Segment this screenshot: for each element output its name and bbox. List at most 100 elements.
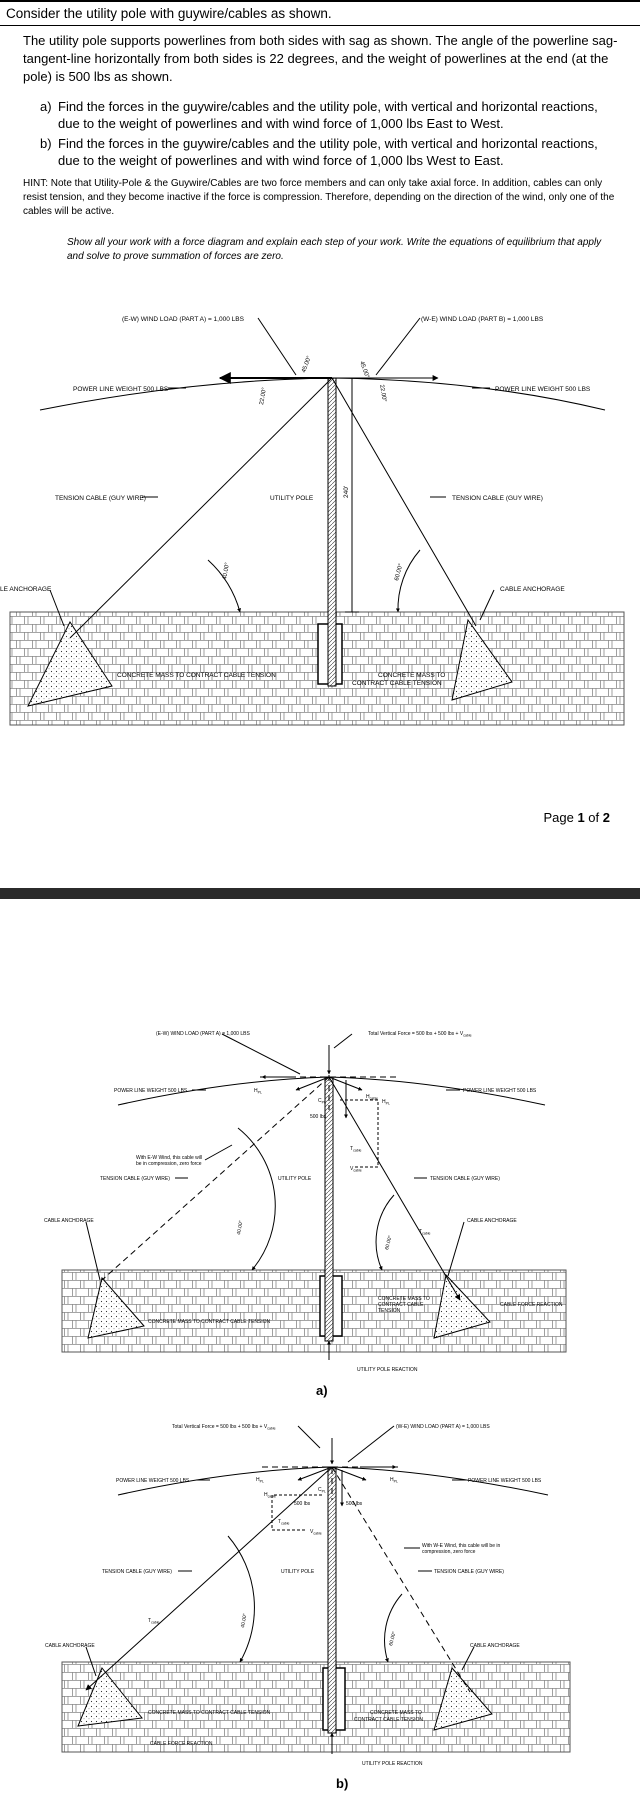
fig1-concrete-right-1: CONCRETE MASS TO [378,672,445,679]
fig1-pole: UTILITY POLE [270,495,314,502]
inactive-cable-right [331,1466,471,1693]
height-dimension [345,377,359,613]
page-title: Consider the utility pole with guywire/c… [6,6,332,21]
fig2-h-left: HPL [254,1088,262,1095]
utility-pole [324,1076,334,1342]
fig3-anchor-left: CABLE ANCHORAGE [45,1643,95,1649]
fig1-wind-we: (W-E) WIND LOAD (PART B) = 1,000 LBS [421,316,544,323]
fig2-total-vert: Total Vertical Force = 500 lbs + 500 lbs… [368,1031,472,1038]
right-anchor-concrete [433,1666,493,1731]
top-rule [0,0,640,2]
fig3-500lbs-a: 500 lbs [294,1501,311,1507]
part-a-label: a) [316,1383,328,1398]
fig3-v-cable: Vcable [310,1529,322,1536]
inactive-cable-left [101,1076,330,1281]
fig1-ang-22-right: 22.00° [378,384,387,403]
hint-text: HINT: Note that Utility-Pole & the Guywi… [23,178,615,217]
wind-ew-leader [257,317,297,376]
wind-leader [347,1425,395,1463]
wind-leader [221,1033,301,1075]
fig2-pole: UTILITY POLE [278,1176,312,1182]
fig1-anchor-left: LE ANCHORAGE [0,586,52,593]
left-anchor-concrete [77,1667,143,1727]
fig1-concrete-right-2: CONTRACT CABLE TENSION [352,680,442,687]
cable-components [271,1494,322,1531]
guy-wire-left [69,377,333,639]
fig1-ang-45-left: 45.00° [301,355,313,374]
anchor-right-leader [447,1221,465,1277]
figure-3: Total Vertical Force = 500 lbs + 500 lbs… [45,1424,571,1767]
pl-left-vector [295,1076,330,1091]
total-vert-leader [297,1425,321,1449]
utility-pole [327,1466,337,1734]
fig3-pl-right: POWER LINE WEIGHT 500 LBS [468,1478,542,1484]
fig1-tc-left: TENSION CABLE (GUY WIRE) [55,495,146,502]
fig2-concrete-right-3: TENSION [378,1308,401,1314]
angle-arc-left [207,559,241,613]
part-b-label: b) [336,1776,349,1791]
anchor-left-leader [85,1221,101,1281]
left-anchor-concrete [87,1276,145,1339]
fig2-c-pl: CPL [318,1098,326,1105]
fig3-concrete-left: CONCRETE MASS TO CONTRACT CABLE TENSION [148,1710,271,1716]
ground-block [9,611,625,726]
question-a-text: Find the forces in the guywire/cables an… [58,99,598,131]
question-b-text: Find the forces in the guywire/cables an… [58,136,598,168]
fig3-pl-left: POWER LINE WEIGHT 500 LBS [116,1478,190,1484]
pl-left-vector [297,1466,333,1481]
left-anchor-concrete [27,620,113,707]
fig2-t-cable: Tcable [350,1146,361,1153]
fig1-pl-left: POWER LINE WEIGHT 500 LBS [73,386,169,393]
fig2-concrete-right-2: CONTRACT CABLE [378,1302,424,1308]
fig3-anchor-right: CABLE ANCHORAGE [470,1643,520,1649]
angle-arc-right [384,1593,403,1663]
page-divider [0,888,640,899]
angle-arc-right [395,549,421,613]
fig1-ang-60: 60.00° [394,563,404,582]
fig3-c-pl: CPL [318,1487,326,1494]
fig1-concrete-left: CONCRETE MASS TO CONTRACT CABLE TENSION [117,672,276,679]
guy-wire-right [331,377,477,627]
question-a: a) Find the forces in the guywire/cables… [40,98,618,132]
anchor-right-leader [479,589,495,621]
active-cable-left [85,1466,333,1691]
instructions-text: Show all your work with a force diagram … [67,237,602,262]
fig3-ang-40: 40.00° [240,1613,248,1628]
fig3-tc-left: TENSION CABLE (GUY WIRE) [102,1569,172,1575]
right-anchor-concrete [451,618,513,701]
fig1-anchor-right: CABLE ANCHORAGE [500,586,565,593]
fig2-cable-force: CABLE FORCE REACTION [500,1302,563,1308]
note-leader [204,1144,233,1161]
angle-arc-right [375,1194,395,1271]
fig2-pole-reaction: UTILITY POLE REACTION [357,1367,418,1373]
fig2-note-2: be in compression, zero force [136,1161,202,1167]
figure-2: (E-W) WIND LOAD (PART A) = 1,000 LBS Tot… [44,1031,567,1373]
fig3-wind-we: (W-E) WIND LOAD (PART A) = 1,000 LBS [396,1424,490,1430]
problem-intro: The utility pole supports powerlines fro… [23,33,618,84]
fig1-tc-right: TENSION CABLE (GUY WIRE) [452,495,543,502]
fig3-h-left: HPL [256,1477,264,1484]
fig2-ang-60: 60.00° [384,1235,394,1251]
fig2-pl-right: POWER LINE WEIGHT 500 LBS [463,1088,537,1094]
active-cable-right [328,1076,461,1301]
fig3-tc-right: TENSION CABLE (GUY WIRE) [434,1569,504,1575]
fig2-note-1: With E-W Wind, this cable will [136,1155,202,1161]
fig3-concrete-right-2: CONTRACT CABLE TENSION [354,1717,423,1723]
total-vert-leader [333,1033,353,1049]
fig3-t-cable: Tcable [278,1519,289,1526]
fig3-t-cable-2: Tcable [148,1618,159,1625]
fig2-tc-left: TENSION CABLE (GUY WIRE) [100,1176,170,1182]
pl-right-vector [331,1466,367,1481]
fig2-anchor-right: CABLE ANCHORAGE [467,1218,517,1224]
fig1-wind-ew: (E-W) WIND LOAD (PART A) = 1,000 LBS [122,316,245,323]
fig1-pl-right: POWER LINE WEIGHT 500 LBS [495,386,591,393]
fig2-concrete-right-1: CONCRETE MASS TO [378,1296,430,1302]
fig2-pl-left: POWER LINE WEIGHT 500 LBS [114,1088,188,1094]
fig2-t-cable-2: Tcable [419,1229,430,1236]
fig1-ang-22-left: 22.00° [259,387,268,406]
fig1-ang-45-right: 45.00° [358,361,370,380]
fig2-concrete-left: CONCRETE MASS TO CONTRACT CABLE TENSION [148,1319,271,1325]
fig3-500lbs-b: 500 lbs [346,1501,363,1507]
fig1-height: 240' [343,486,350,498]
